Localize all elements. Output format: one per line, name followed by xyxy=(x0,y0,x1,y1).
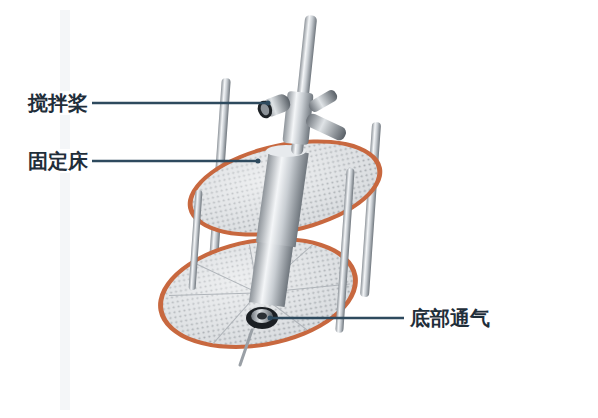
part-label: 底部通气 xyxy=(408,306,492,330)
part-label: 固定床 xyxy=(26,149,90,173)
leader-lines xyxy=(92,103,404,318)
part-label: 搅拌桨 xyxy=(26,91,90,115)
